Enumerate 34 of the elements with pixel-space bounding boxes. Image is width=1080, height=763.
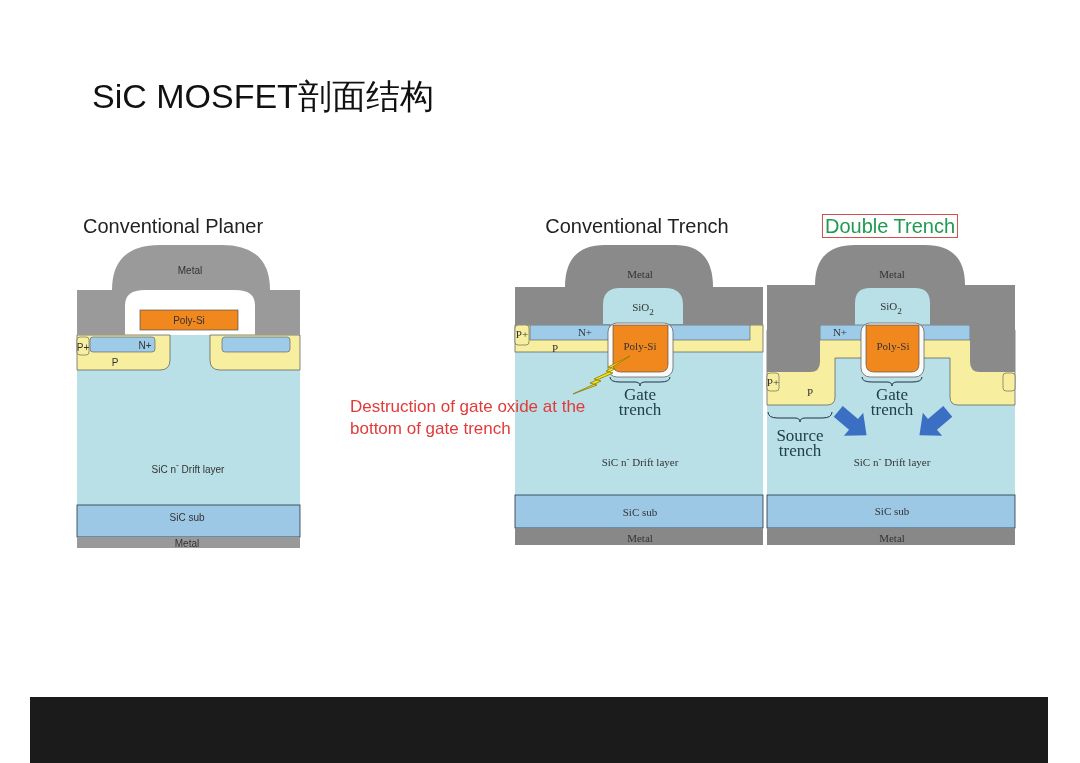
annotation: Destruction of gate oxide at the bottom of gate trench xyxy=(350,396,587,440)
layer-label: Metal xyxy=(627,531,653,545)
layer-label: Metal xyxy=(879,267,905,281)
layer-label: P+ xyxy=(76,341,90,353)
layer-label: Poly-Si xyxy=(623,339,657,353)
layer-label: SiC sub xyxy=(874,504,910,518)
layer-label: SiC n$^{-}$ Drift layer xyxy=(151,461,225,475)
layer-label: N+ xyxy=(577,325,593,339)
layer-label: N+ xyxy=(832,325,848,339)
layer-label: Metal xyxy=(879,531,905,545)
region-label: Gate trench xyxy=(869,387,915,417)
layer-label: P xyxy=(111,356,119,368)
region-label: Source trench xyxy=(775,428,825,458)
panel-heading: Double Trench xyxy=(821,214,959,238)
layer-label: SiO$_{2}$ xyxy=(880,300,902,316)
slide-title: SiC MOSFET剖面结构 xyxy=(92,76,434,117)
layer-label: Poly-Si xyxy=(876,339,910,353)
layer-label: SiC sub xyxy=(622,505,658,519)
layer-label: SiC n$^{-}$ Drift layer xyxy=(853,453,931,469)
layer-label: SiC sub xyxy=(169,511,205,523)
region-label: Gate trench xyxy=(617,387,663,417)
panel-heading: Conventional Planer xyxy=(82,215,264,237)
layer-label: SiC n$^{-}$ Drift layer xyxy=(601,453,679,469)
layer-label: SiO$_{2}$ xyxy=(632,301,654,317)
layer-label: P+ xyxy=(515,327,529,341)
layer-label: Poly-Si xyxy=(173,314,205,326)
layer-label: Metal xyxy=(627,267,653,281)
layer-label: P xyxy=(551,341,559,355)
layer-label: Metal xyxy=(174,537,200,549)
layer-label: P+ xyxy=(766,375,780,389)
layer-label: P xyxy=(806,385,814,399)
layer-label: N+ xyxy=(138,339,152,351)
layer-label: Metal xyxy=(177,264,203,276)
panel-heading: Conventional Trench xyxy=(545,215,729,237)
